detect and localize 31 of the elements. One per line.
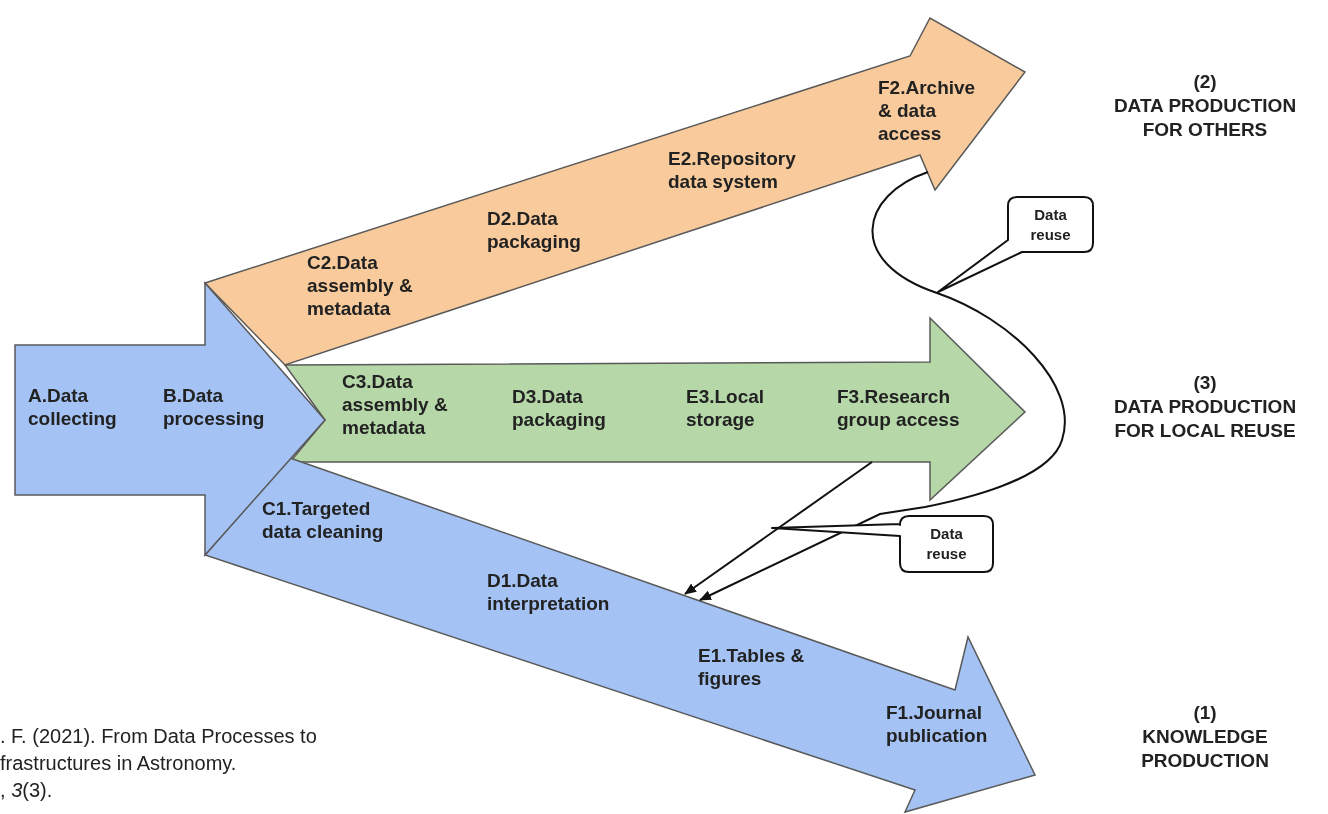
callout-bubble	[772, 516, 993, 572]
step-label: E1.Tables & figures	[698, 644, 806, 690]
step-label: F1.Journal publication	[886, 701, 989, 747]
citation-text: frastructures in Astronomy.	[0, 751, 237, 776]
step-label: C1.Targeted data cleaning	[262, 497, 385, 543]
section-heading: DATA PRODUCTION FOR OTHERS	[1112, 94, 1298, 142]
step-label: A.Data collecting	[28, 384, 118, 430]
step-label: D1.Data interpretation	[487, 569, 611, 615]
callout-text: Data reuse	[1029, 205, 1072, 245]
arrow	[684, 461, 873, 595]
step-label: D3.Data packaging	[512, 385, 607, 431]
citation-text: . F. (2021). From Data Processes to	[0, 724, 317, 749]
section-heading: (2)	[1192, 70, 1218, 94]
step-label: D2.Data packaging	[487, 207, 582, 253]
step-label: F3.Research group access	[837, 385, 961, 431]
section-heading: (3)	[1192, 371, 1218, 395]
arrow	[699, 171, 1066, 601]
section-heading: KNOWLEDGE PRODUCTION	[1140, 725, 1270, 773]
step-label: C2.Data assembly & metadata	[307, 251, 414, 320]
callout-bubble	[938, 197, 1093, 292]
section-heading: DATA PRODUCTION FOR LOCAL REUSE	[1112, 395, 1298, 443]
section-heading: (1)	[1192, 701, 1218, 725]
stage-band	[205, 18, 1025, 365]
step-label: F2.Archive & data access	[878, 76, 977, 145]
callout-text: Data reuse	[925, 524, 968, 564]
citation-text: , 3(3).	[0, 778, 53, 803]
step-label: C3.Data assembly & metadata	[342, 370, 449, 439]
step-label: E3.Local storage	[686, 385, 766, 431]
step-label: E2.Repository data system	[668, 147, 797, 193]
stage-band	[285, 318, 1025, 500]
step-label: B.Data processing	[163, 384, 266, 430]
